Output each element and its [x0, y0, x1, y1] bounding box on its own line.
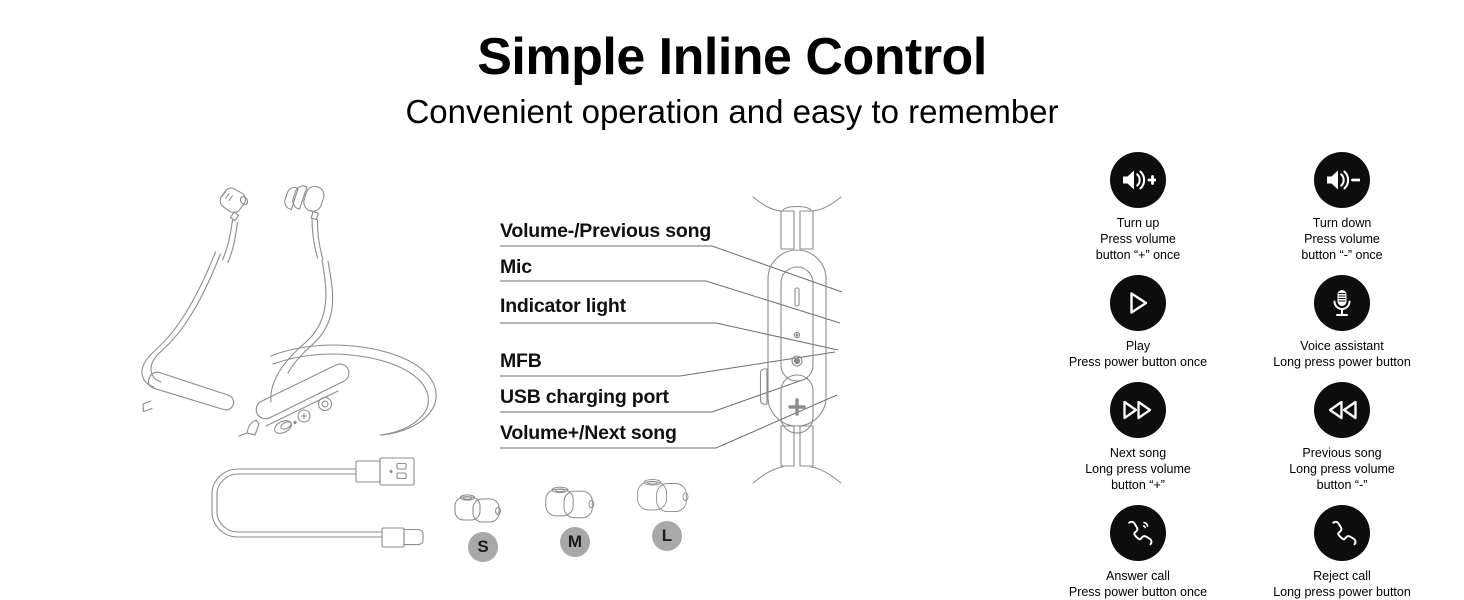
function-desc: Press power button once [1068, 355, 1208, 369]
heading-block: Simple Inline Control Convenient operati… [0, 28, 1464, 132]
callout-diagram: Volume-/Previous song Mic Indicator ligh… [490, 180, 860, 500]
usb-c-connector [381, 527, 424, 548]
ear-tip-size-badge: S [468, 532, 498, 562]
left-earbud [219, 187, 249, 264]
volume-up-icon [1110, 152, 1166, 208]
play-icon [1110, 275, 1166, 331]
function-title: Play [1125, 339, 1151, 353]
usb-a-connector [355, 457, 415, 486]
callout-label-mic: Mic [500, 256, 532, 278]
function-title: Answer call [1106, 569, 1170, 583]
neckband-earphone-illustration [141, 185, 437, 437]
page-subtitle: Convenient operation and easy to remembe… [405, 93, 1059, 131]
reject-call-icon [1314, 505, 1370, 561]
function-item-answer-call: Answer call Press power button once [1040, 505, 1236, 600]
function-desc: Long press volume button “+” [1085, 462, 1191, 492]
callout-label-volume-up: Volume+/Next song [500, 422, 677, 444]
function-title: Turn down [1312, 216, 1372, 230]
ear-tip-size-badge: M [560, 527, 590, 557]
function-desc: Long press volume button “-” [1289, 462, 1395, 492]
function-item-reject-call: Reject call Long press power button [1244, 505, 1440, 600]
function-item-play: Play Press power button once [1040, 275, 1236, 370]
function-guide-grid: Turn up Press volume button “+” once Tur… [1040, 152, 1440, 600]
function-desc: Press volume button “+” once [1095, 232, 1181, 262]
ear-tip-pair-small [454, 494, 501, 523]
next-track-icon [1110, 382, 1166, 438]
previous-track-icon [1314, 382, 1370, 438]
ear-tip-item-l: L [624, 467, 710, 551]
answer-call-icon [1110, 505, 1166, 561]
callout-label-indicator: Indicator light [500, 295, 626, 317]
right-earbud [284, 185, 325, 261]
ear-tip-item-s: S [440, 478, 526, 562]
ear-tip-item-m: M [532, 473, 618, 557]
function-title: Previous song [1302, 446, 1382, 460]
page-title: Simple Inline Control [477, 28, 987, 86]
function-title: Next song [1109, 446, 1167, 460]
function-desc: Press power button once [1068, 585, 1208, 599]
callout-label-mfb: MFB [500, 350, 542, 372]
function-item-next-song: Next song Long press volume button “+” [1040, 382, 1236, 493]
usb-charging-cable-illustration [211, 457, 424, 548]
function-item-voice-assistant: Voice assistant Long press power button [1244, 275, 1440, 370]
function-desc: Press volume button “-” once [1301, 232, 1383, 262]
ear-tip-pair-medium [545, 486, 595, 519]
function-item-turn-up: Turn up Press volume button “+” once [1040, 152, 1236, 263]
volume-down-icon [1314, 152, 1370, 208]
ear-tip-size-group: S M L [440, 478, 710, 574]
microphone-icon [1314, 275, 1370, 331]
inline-control-module-illustration [752, 196, 842, 484]
function-title: Voice assistant [1300, 339, 1384, 353]
callout-label-volume-down: Volume-/Previous song [500, 220, 712, 242]
callout-label-usb-port: USB charging port [500, 386, 669, 408]
function-desc: Long press power button [1273, 585, 1411, 599]
function-item-previous-song: Previous song Long press volume button “… [1244, 382, 1440, 493]
function-item-turn-down: Turn down Press volume button “-” once [1244, 152, 1440, 263]
ear-tip-pair-large [637, 479, 689, 513]
ear-tip-size-badge: L [652, 521, 682, 551]
function-title: Turn up [1116, 216, 1160, 230]
function-title: Reject call [1313, 569, 1371, 583]
function-desc: Long press power button [1273, 355, 1411, 369]
